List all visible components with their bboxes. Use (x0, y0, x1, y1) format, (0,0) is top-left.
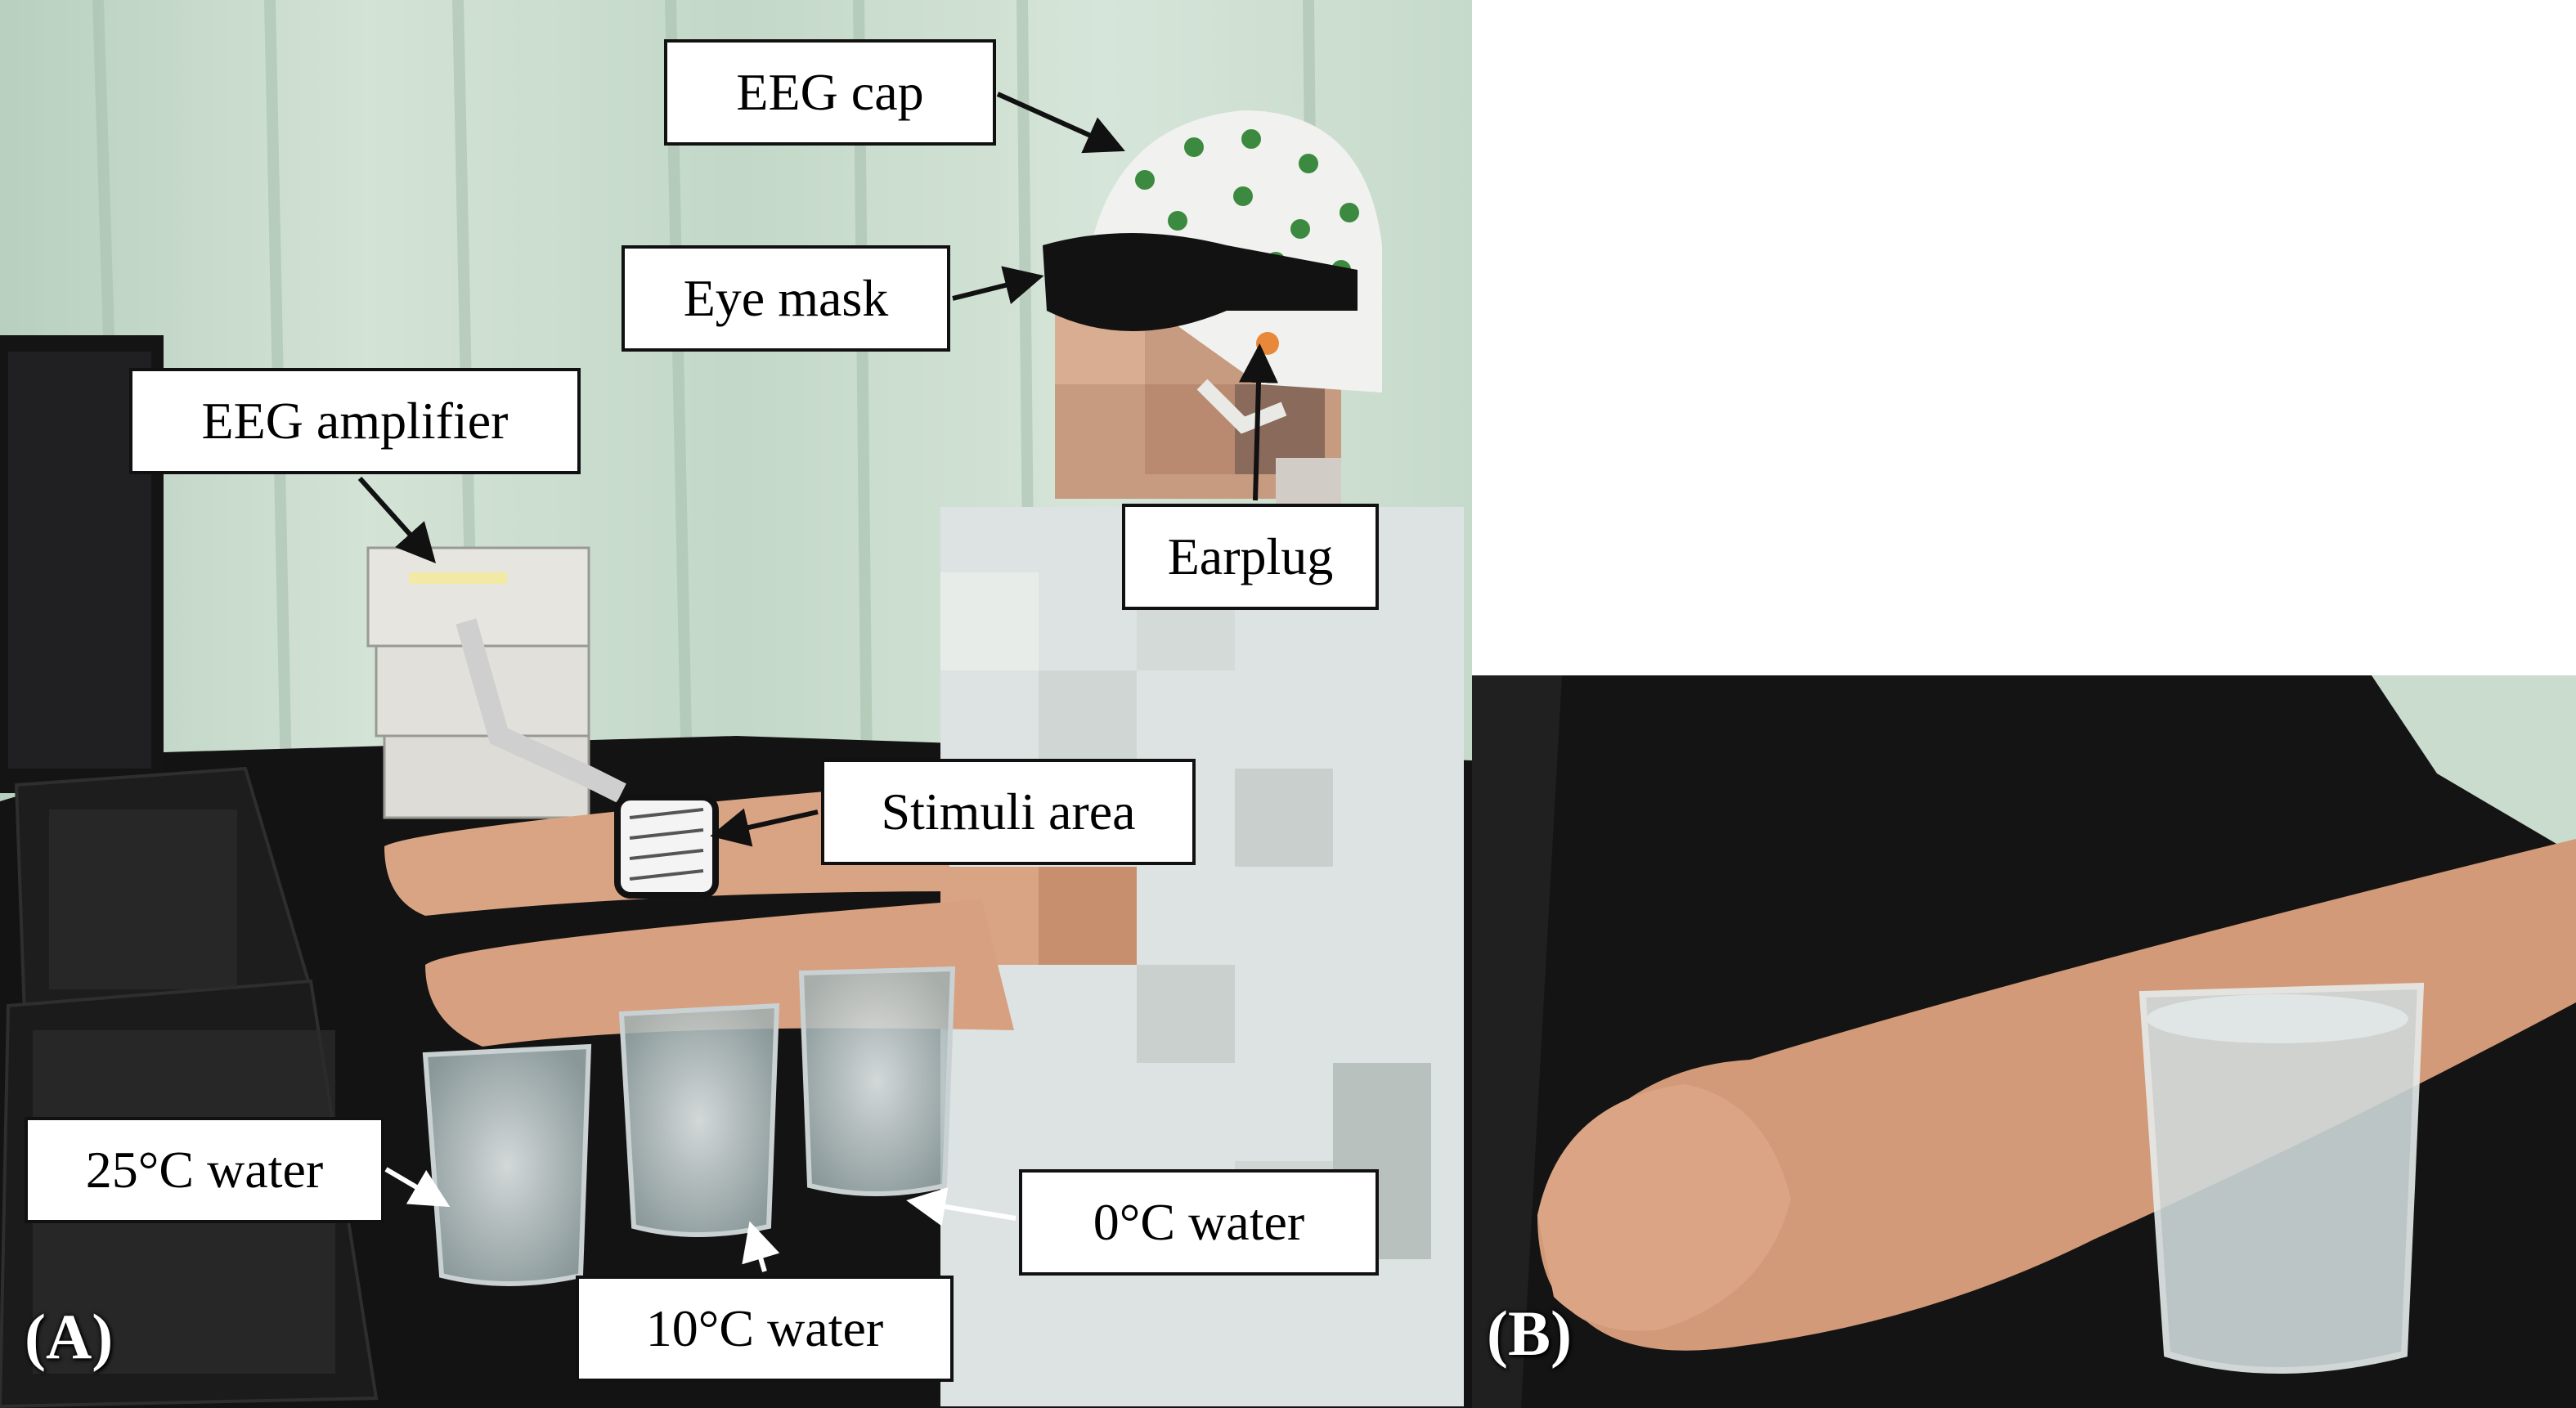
table-edge-b (1472, 675, 1562, 1408)
fist-b (1537, 1084, 1791, 1331)
label-water-25: 25°C water (25, 1117, 384, 1223)
arm-b (1537, 839, 2576, 1351)
panel-letter-b: (B) (1487, 1298, 1572, 1369)
label-water-0: 0°C water (1019, 1169, 1379, 1276)
panel-b-photo: (B) (1472, 675, 2576, 1408)
panel-a-photo: EEG cap Eye mask EEG amplifier Earplug S… (0, 0, 1472, 1408)
earplug-shape (1256, 332, 1279, 355)
monitor-screen (8, 352, 151, 769)
panel-letter-a: (A) (25, 1301, 114, 1372)
eye-mask-shape (1043, 233, 1358, 331)
panel-a-scene (0, 0, 1472, 1408)
label-eye-mask: Eye mask (622, 245, 950, 352)
label-eeg-amplifier: EEG amplifier (129, 368, 581, 474)
beaker-0c (798, 966, 956, 1196)
beaker-25c (422, 1043, 592, 1286)
beaker-b (2138, 982, 2425, 1374)
beaker-10c (618, 1002, 780, 1237)
label-eeg-cap: EEG cap (664, 39, 996, 146)
label-water-10: 10°C water (576, 1276, 954, 1382)
label-earplug: Earplug (1122, 504, 1379, 610)
panel-b-scene (1472, 675, 2576, 1408)
label-stimuli-area: Stimuli area (821, 759, 1196, 865)
eeg-amplifier-device (366, 546, 626, 819)
curtain-b (2372, 675, 2576, 855)
